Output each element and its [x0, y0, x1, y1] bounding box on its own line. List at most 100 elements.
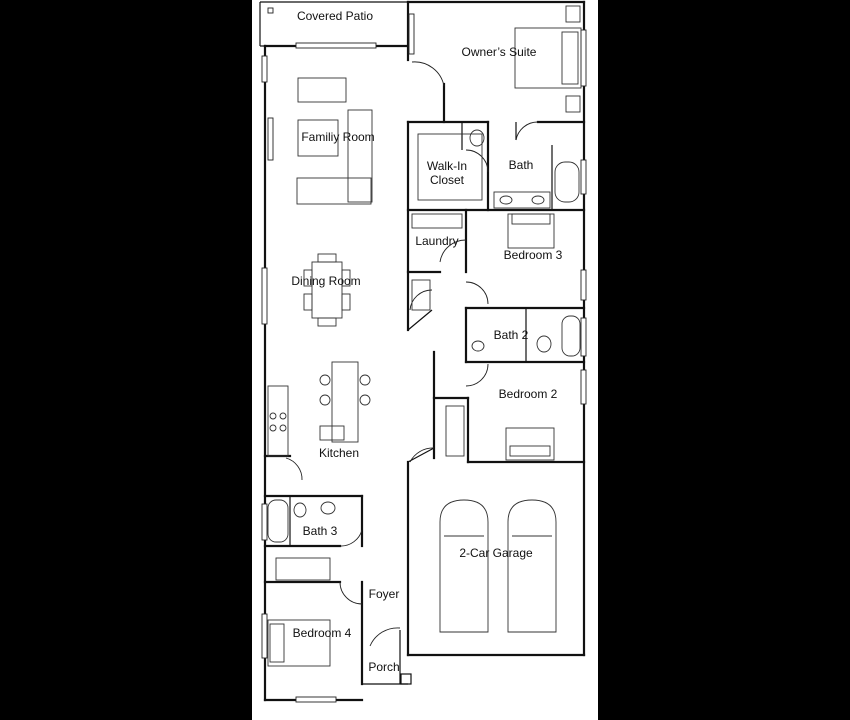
bedroom2-bed — [505, 427, 555, 461]
bath3-door-swing — [339, 529, 363, 547]
windows — [261, 7, 587, 703]
fixtures — [267, 5, 582, 667]
family-window-2 — [267, 117, 274, 161]
bedroom-4-label: Bedroom 4 — [293, 626, 352, 640]
walk-in-closet-label-1: Walk-In — [427, 159, 467, 173]
hall-closet-swing — [409, 289, 433, 311]
dining-room-label: Dining Room — [291, 274, 360, 288]
closet-door-swing — [465, 149, 489, 173]
bath2-tub — [561, 315, 581, 357]
sink-2 — [531, 195, 545, 205]
master-toilet — [469, 129, 485, 147]
car-left — [439, 499, 489, 633]
laundry-door-swing — [439, 239, 467, 263]
bedroom4-window — [261, 613, 268, 659]
dining-chair-right-1 — [341, 269, 351, 287]
coffee-table — [297, 119, 339, 157]
bedroom2-pillows — [509, 445, 551, 457]
dining-chair-bottom — [317, 317, 337, 327]
porch-label: Porch — [368, 660, 399, 674]
doors — [285, 61, 539, 647]
patio-post — [267, 7, 274, 14]
entry-door-swing — [369, 627, 401, 647]
family-sectional-bottom — [296, 177, 372, 205]
burner-4 — [279, 424, 287, 432]
stool-4 — [359, 394, 371, 406]
bath3-sink — [320, 501, 336, 515]
bedroom3-bed — [507, 213, 555, 249]
dining-window — [261, 267, 268, 325]
kitchen-sink — [319, 425, 345, 441]
bedroom3-window — [580, 269, 587, 301]
family-sectional-side — [347, 109, 373, 203]
laundry-counter — [411, 213, 463, 229]
hall-angle — [407, 309, 433, 331]
family-room-label: Familiy Room — [301, 130, 374, 144]
bath3-tub — [267, 499, 289, 543]
kitchen-label: Kitchen — [319, 446, 359, 460]
porch-post — [400, 673, 412, 685]
bath-2-label: Bath 2 — [494, 328, 529, 342]
kitchen-island — [331, 361, 359, 443]
dining-chair-top — [317, 253, 337, 263]
garage-door-swing — [409, 447, 435, 463]
bath-door-swing — [515, 121, 539, 141]
stool-2 — [319, 394, 331, 406]
patio-door — [295, 42, 377, 49]
bedroom2-door-swing — [465, 363, 489, 387]
bath-label: Bath — [509, 158, 534, 172]
master-vanity — [493, 191, 551, 209]
bedroom4-bottom-window — [295, 696, 337, 703]
bath3-toilet — [293, 502, 307, 518]
suite-door-glass — [408, 13, 415, 55]
dining-chair-left-2 — [303, 293, 313, 311]
car-right — [507, 499, 557, 633]
bedroom3-pillows — [511, 213, 551, 225]
burner-1 — [269, 412, 277, 420]
garage-label: 2-Car Garage — [459, 546, 533, 560]
closet-shelving — [417, 133, 483, 201]
bedroom4-pillows — [269, 623, 285, 663]
owners-suite-label: Owner’s Suite — [462, 45, 537, 59]
walk-in-closet-label-2: Closet — [430, 173, 465, 187]
bath3-window — [261, 503, 268, 541]
nightstand-bottom — [565, 95, 581, 113]
owners-bed — [514, 27, 582, 89]
dining-chair-left-1 — [303, 269, 313, 287]
bath2-toilet — [536, 335, 552, 353]
bedroom2-window — [580, 369, 587, 405]
pantry-door-swing — [285, 457, 303, 481]
dining-table — [311, 261, 343, 319]
family-sofa-top — [297, 77, 347, 103]
stool-1 — [319, 374, 331, 386]
bath-window — [580, 159, 587, 195]
bedroom4-bed — [267, 619, 331, 667]
bedroom3-door-swing — [465, 281, 489, 305]
burner-3 — [269, 424, 277, 432]
bedroom4-closet — [275, 557, 331, 581]
garage-angle — [407, 447, 435, 463]
bath-3-label: Bath 3 — [303, 524, 338, 538]
bedroom2-closet — [445, 405, 465, 457]
suite-door-swing — [411, 61, 445, 87]
stool-3 — [359, 374, 371, 386]
foyer-label: Foyer — [369, 587, 400, 601]
suite-window — [580, 29, 587, 87]
kitchen-counter — [267, 385, 289, 457]
bedroom4-door-swing — [339, 581, 363, 605]
burner-2 — [279, 412, 287, 420]
hall-closet — [411, 279, 431, 311]
dining-chair-right-2 — [341, 293, 351, 311]
bath2-window — [580, 317, 587, 357]
bedroom-3-label: Bedroom 3 — [504, 248, 563, 262]
bath2-sink — [471, 340, 485, 352]
sink-1 — [499, 195, 513, 205]
room-labels: Covered Patio Owner’s Suite Familiy Room… — [291, 9, 562, 674]
family-window-1 — [261, 55, 268, 83]
walls — [259, 0, 586, 702]
laundry-label: Laundry — [415, 234, 458, 248]
bedroom-2-label: Bedroom 2 — [499, 387, 558, 401]
covered-patio-label: Covered Patio — [297, 9, 373, 23]
